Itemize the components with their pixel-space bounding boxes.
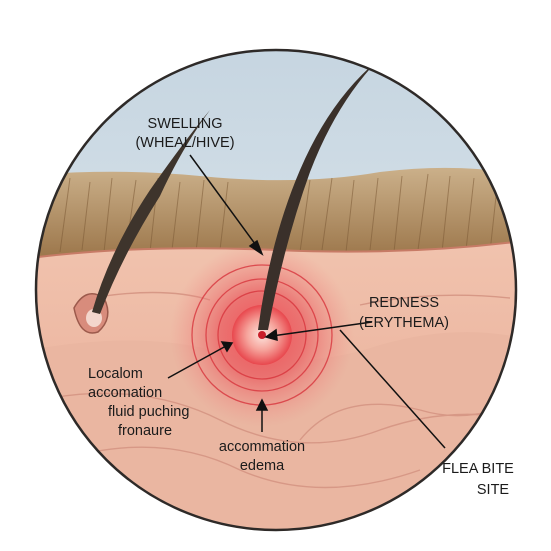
swelling-arrowhead <box>248 239 264 256</box>
flea-bite-label-sub: SITE <box>477 482 510 498</box>
redness-arrowhead <box>264 328 278 342</box>
flea-bite-label: FLEA BITE <box>442 461 514 477</box>
redness-label: REDNESS <box>369 295 439 311</box>
side-hair <box>92 110 210 314</box>
redness-arrow <box>271 321 373 337</box>
localized-arrow <box>167 345 227 379</box>
localized-label-1: Localom <box>88 366 143 382</box>
leader-arrows <box>167 154 446 449</box>
localized-label-2: accomation <box>88 385 162 401</box>
localized-label-3: fluid puching <box>108 404 189 420</box>
redness-label-sub: (ERYTHEMA) <box>359 315 449 331</box>
bite-puncture <box>258 331 266 339</box>
swelling-arrow <box>189 154 259 249</box>
main-hair <box>258 60 378 330</box>
swelling-label-sub: (WHEAL/HIVE) <box>135 135 234 151</box>
swelling-label: SWELLING <box>148 116 223 132</box>
localized-arrowhead <box>220 341 234 353</box>
flea-arrow <box>339 329 446 449</box>
lens-border <box>34 48 518 532</box>
localized-label-4: fronaure <box>118 423 172 439</box>
edema-arrowhead <box>255 398 269 411</box>
edema-label-sub: edema <box>240 458 285 474</box>
edema-label: accommation <box>219 439 305 455</box>
